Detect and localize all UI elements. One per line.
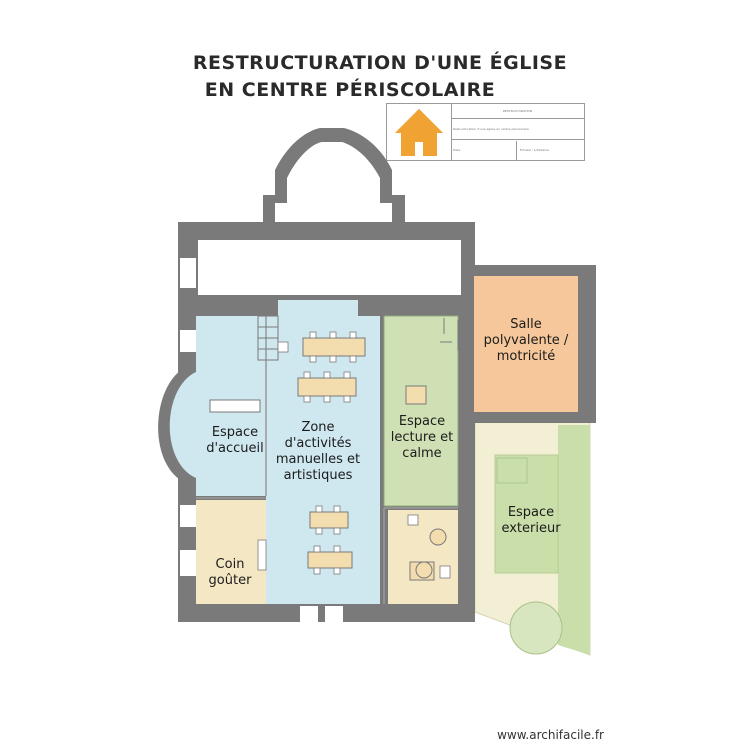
room-label-lecture: Espace lecture et calme — [390, 414, 454, 461]
storage-box — [407, 514, 419, 526]
room-label-gouter: Coin goûter — [208, 557, 252, 588]
watermark-text: www.archifacile.fr — [497, 728, 604, 742]
room-label-accueil: Espace d'accueil — [206, 425, 264, 456]
round-cushion — [429, 528, 447, 546]
garden-strip — [558, 425, 590, 655]
activites-entry — [278, 300, 358, 318]
garden-bed-detail — [496, 457, 528, 484]
room-label-polyvalente: Salle polyvalente / motricité — [483, 317, 569, 364]
tree-canopy — [509, 601, 563, 655]
title-block-date: Date — [451, 141, 517, 160]
room-label-exterieur: Espace exterieur — [501, 505, 561, 536]
title-block-scale: Echelle : 1/100eme — [520, 148, 549, 152]
house-logo-icon — [395, 109, 443, 156]
room-polyvalente-fill — [474, 276, 578, 412]
round-cushion-2 — [415, 561, 433, 579]
title-block: RESTRUCTURATION Restructuration d'une ég… — [386, 103, 585, 161]
title-block-header: RESTRUCTURATION — [451, 104, 584, 119]
garden-bed — [494, 454, 559, 574]
apse-accueil-fill — [169, 372, 196, 478]
plan-title-line-1: RESTRUCTURATION D'UNE ÉGLISE — [192, 52, 568, 74]
furniture-chairs — [257, 331, 357, 575]
title-block-description: Restructuration d'une église en centre p… — [451, 119, 584, 140]
room-label-activites: Zone d'activités manuelles et artistique… — [275, 420, 361, 483]
plan-title-line-2: EN CENTRE PÉRISCOLAIRE — [204, 79, 496, 101]
room-lecture-fill — [383, 315, 459, 507]
room-storage-fill — [388, 510, 458, 604]
plant-pot — [439, 565, 451, 579]
title-block-logo — [387, 104, 452, 160]
room-gouter-fill — [196, 500, 266, 604]
